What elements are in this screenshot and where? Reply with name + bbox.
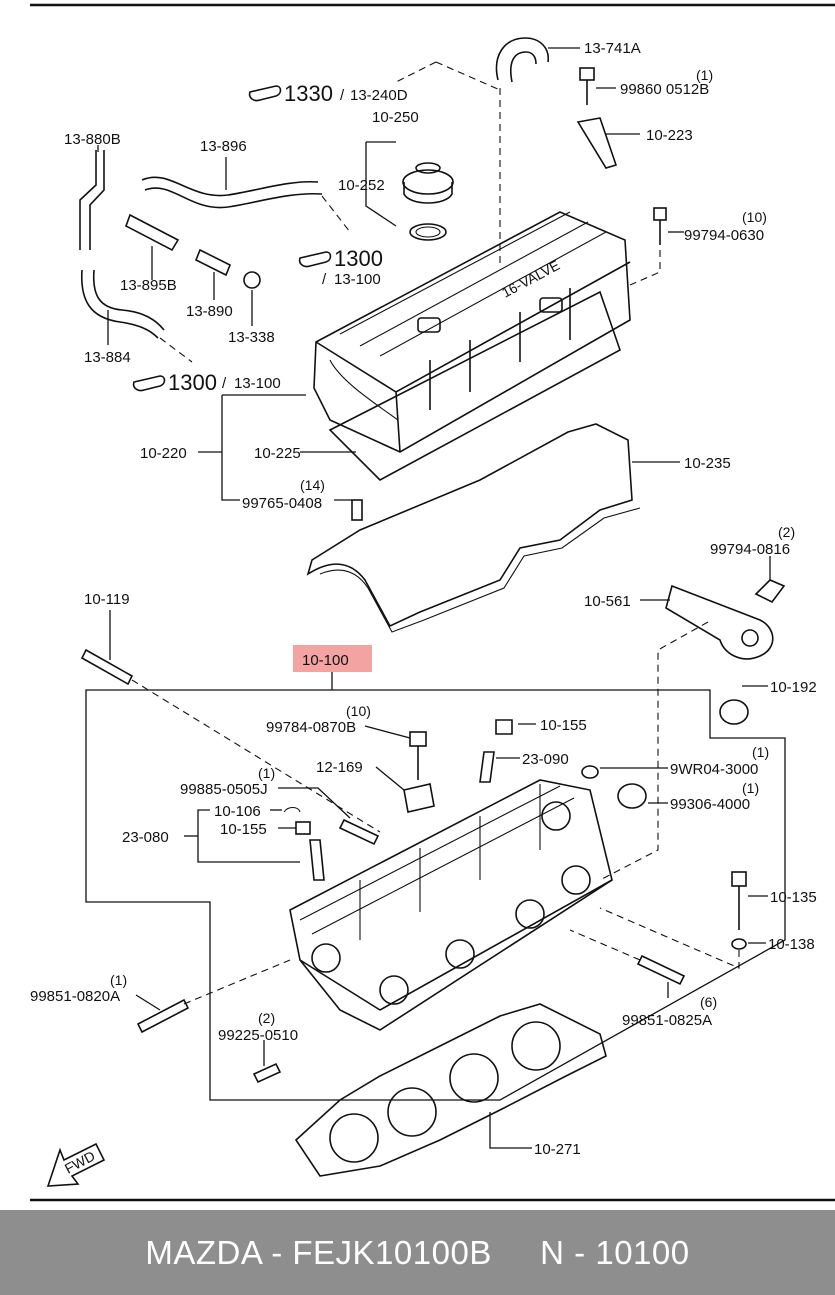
cap-12-169 bbox=[403, 783, 435, 813]
label-10-192: 10-192 bbox=[770, 679, 817, 696]
label-99851b-qty: (6) bbox=[700, 994, 717, 1010]
label-99225-0510: 99225-0510 bbox=[218, 1027, 298, 1044]
label-99765-0408: 99765-0408 bbox=[242, 495, 322, 512]
cap-gasket bbox=[409, 223, 447, 241]
cylinder-head-10-100 bbox=[289, 779, 613, 1031]
hose-13-741a bbox=[495, 37, 550, 81]
label-10-155-a: 10-155 bbox=[540, 717, 587, 734]
pointing-hand-icon bbox=[298, 251, 332, 268]
head-gasket-10-271 bbox=[294, 1003, 607, 1177]
label-1300-a: 1300 bbox=[334, 246, 383, 271]
label-99860-qty: (1) bbox=[696, 67, 713, 83]
label-13-884: 13-884 bbox=[84, 349, 131, 366]
label-99794-qty: (10) bbox=[742, 209, 767, 225]
valve-cover-10-220 bbox=[313, 211, 631, 453]
label-99784-0870b: 99784-0870B bbox=[266, 719, 356, 736]
label-13-338: 13-338 bbox=[228, 329, 275, 346]
label-99885-0505j: 99885-0505J bbox=[180, 781, 268, 798]
label-99794-0630: 99794-0630 bbox=[684, 227, 764, 244]
label-10-252: 10-252 bbox=[338, 177, 385, 194]
label-99765-qty: (14) bbox=[300, 477, 325, 493]
pointing-hand-icon bbox=[132, 375, 166, 392]
oil-filler-cap bbox=[402, 169, 454, 195]
label-99851-0820a: 99851-0820A bbox=[30, 988, 120, 1005]
label-10-235: 10-235 bbox=[684, 455, 731, 472]
label-10-119: 10-119 bbox=[84, 591, 130, 608]
label-99306-4000: 99306-4000 bbox=[670, 796, 750, 813]
pointing-hand-icon bbox=[248, 85, 282, 102]
label-13-895b: 13-895B bbox=[120, 277, 177, 294]
label-99784-qty: (10) bbox=[346, 703, 371, 719]
plug-10-192 bbox=[719, 699, 749, 725]
label-10-155-b: 10-155 bbox=[220, 821, 267, 838]
label-99306-qty: (1) bbox=[742, 780, 759, 796]
label-9wr-qty: (1) bbox=[752, 744, 769, 760]
label-slash: / bbox=[340, 87, 345, 104]
label-13-100-a: 13-100 bbox=[334, 271, 381, 288]
label-10-220: 10-220 bbox=[140, 445, 187, 462]
label-1300-b: 1300 bbox=[168, 370, 217, 395]
label-9wr04-3000: 9WR04-3000 bbox=[670, 761, 758, 778]
label-slash-a: / bbox=[322, 271, 327, 288]
label-99794-0816: 99794-0816 bbox=[710, 541, 790, 558]
label-13-240d: 13-240D bbox=[350, 87, 408, 104]
hose-13-896 bbox=[141, 176, 319, 197]
pipe-13-895b bbox=[125, 213, 180, 252]
label-10-100: 10-100 bbox=[302, 652, 349, 669]
label-10-106: 10-106 bbox=[214, 803, 261, 820]
label-10-223: 10-223 bbox=[646, 127, 693, 144]
label-10-135: 10-135 bbox=[770, 889, 817, 906]
label-99860: 99860 0512B bbox=[620, 81, 709, 98]
cylinder-head-assembly-frame bbox=[85, 689, 786, 1101]
label-10-225: 10-225 bbox=[254, 445, 301, 462]
part-number-footer: MAZDA - FEJK10100B N - 10100 bbox=[0, 1210, 835, 1295]
label-23-080: 23-080 bbox=[122, 829, 169, 846]
bracket-10-223 bbox=[576, 117, 618, 169]
hose-13-884 bbox=[80, 269, 159, 339]
bracket-10-561 bbox=[665, 584, 774, 660]
label-13-880b: 13-880B bbox=[64, 131, 121, 148]
label-12-169: 12-169 bbox=[316, 759, 363, 776]
label-10-271: 10-271 bbox=[534, 1141, 581, 1158]
footer-text: MAZDA - FEJK10100B N - 10100 bbox=[145, 1233, 690, 1271]
label-1330: 1330 bbox=[284, 81, 333, 106]
label-99794b-qty: (2) bbox=[778, 524, 795, 540]
hose-13-880b bbox=[79, 150, 97, 250]
label-99885-qty: (1) bbox=[258, 765, 275, 781]
label-99851-0825a: 99851-0825A bbox=[622, 1012, 712, 1029]
stud-10-119 bbox=[80, 648, 134, 686]
label-10-250: 10-250 bbox=[372, 109, 419, 126]
gasket-10-225 bbox=[328, 290, 621, 481]
label-99851a-qty: (1) bbox=[110, 972, 127, 988]
label-13-890: 13-890 bbox=[186, 303, 233, 320]
label-13-896: 13-896 bbox=[200, 138, 247, 155]
fwd-arrow-icon: FWD bbox=[46, 1142, 106, 1187]
label-13-741a: 13-741A bbox=[584, 40, 641, 57]
label-10-561: 10-561 bbox=[584, 593, 631, 610]
highlight-10-100 bbox=[293, 645, 372, 672]
label-10-138: 10-138 bbox=[768, 936, 815, 953]
gasket-10-235 bbox=[306, 423, 633, 628]
seal-99306 bbox=[617, 783, 647, 809]
valve-cover-marking: 16-VALVE bbox=[499, 257, 562, 301]
label-23-090: 23-090 bbox=[522, 751, 569, 768]
label-99225-qty: (2) bbox=[258, 1010, 275, 1026]
label-slash-b: / bbox=[222, 375, 227, 392]
label-13-100-b: 13-100 bbox=[234, 375, 281, 392]
exploded-parts-diagram: 16-VALVE bbox=[30, 3, 835, 1202]
